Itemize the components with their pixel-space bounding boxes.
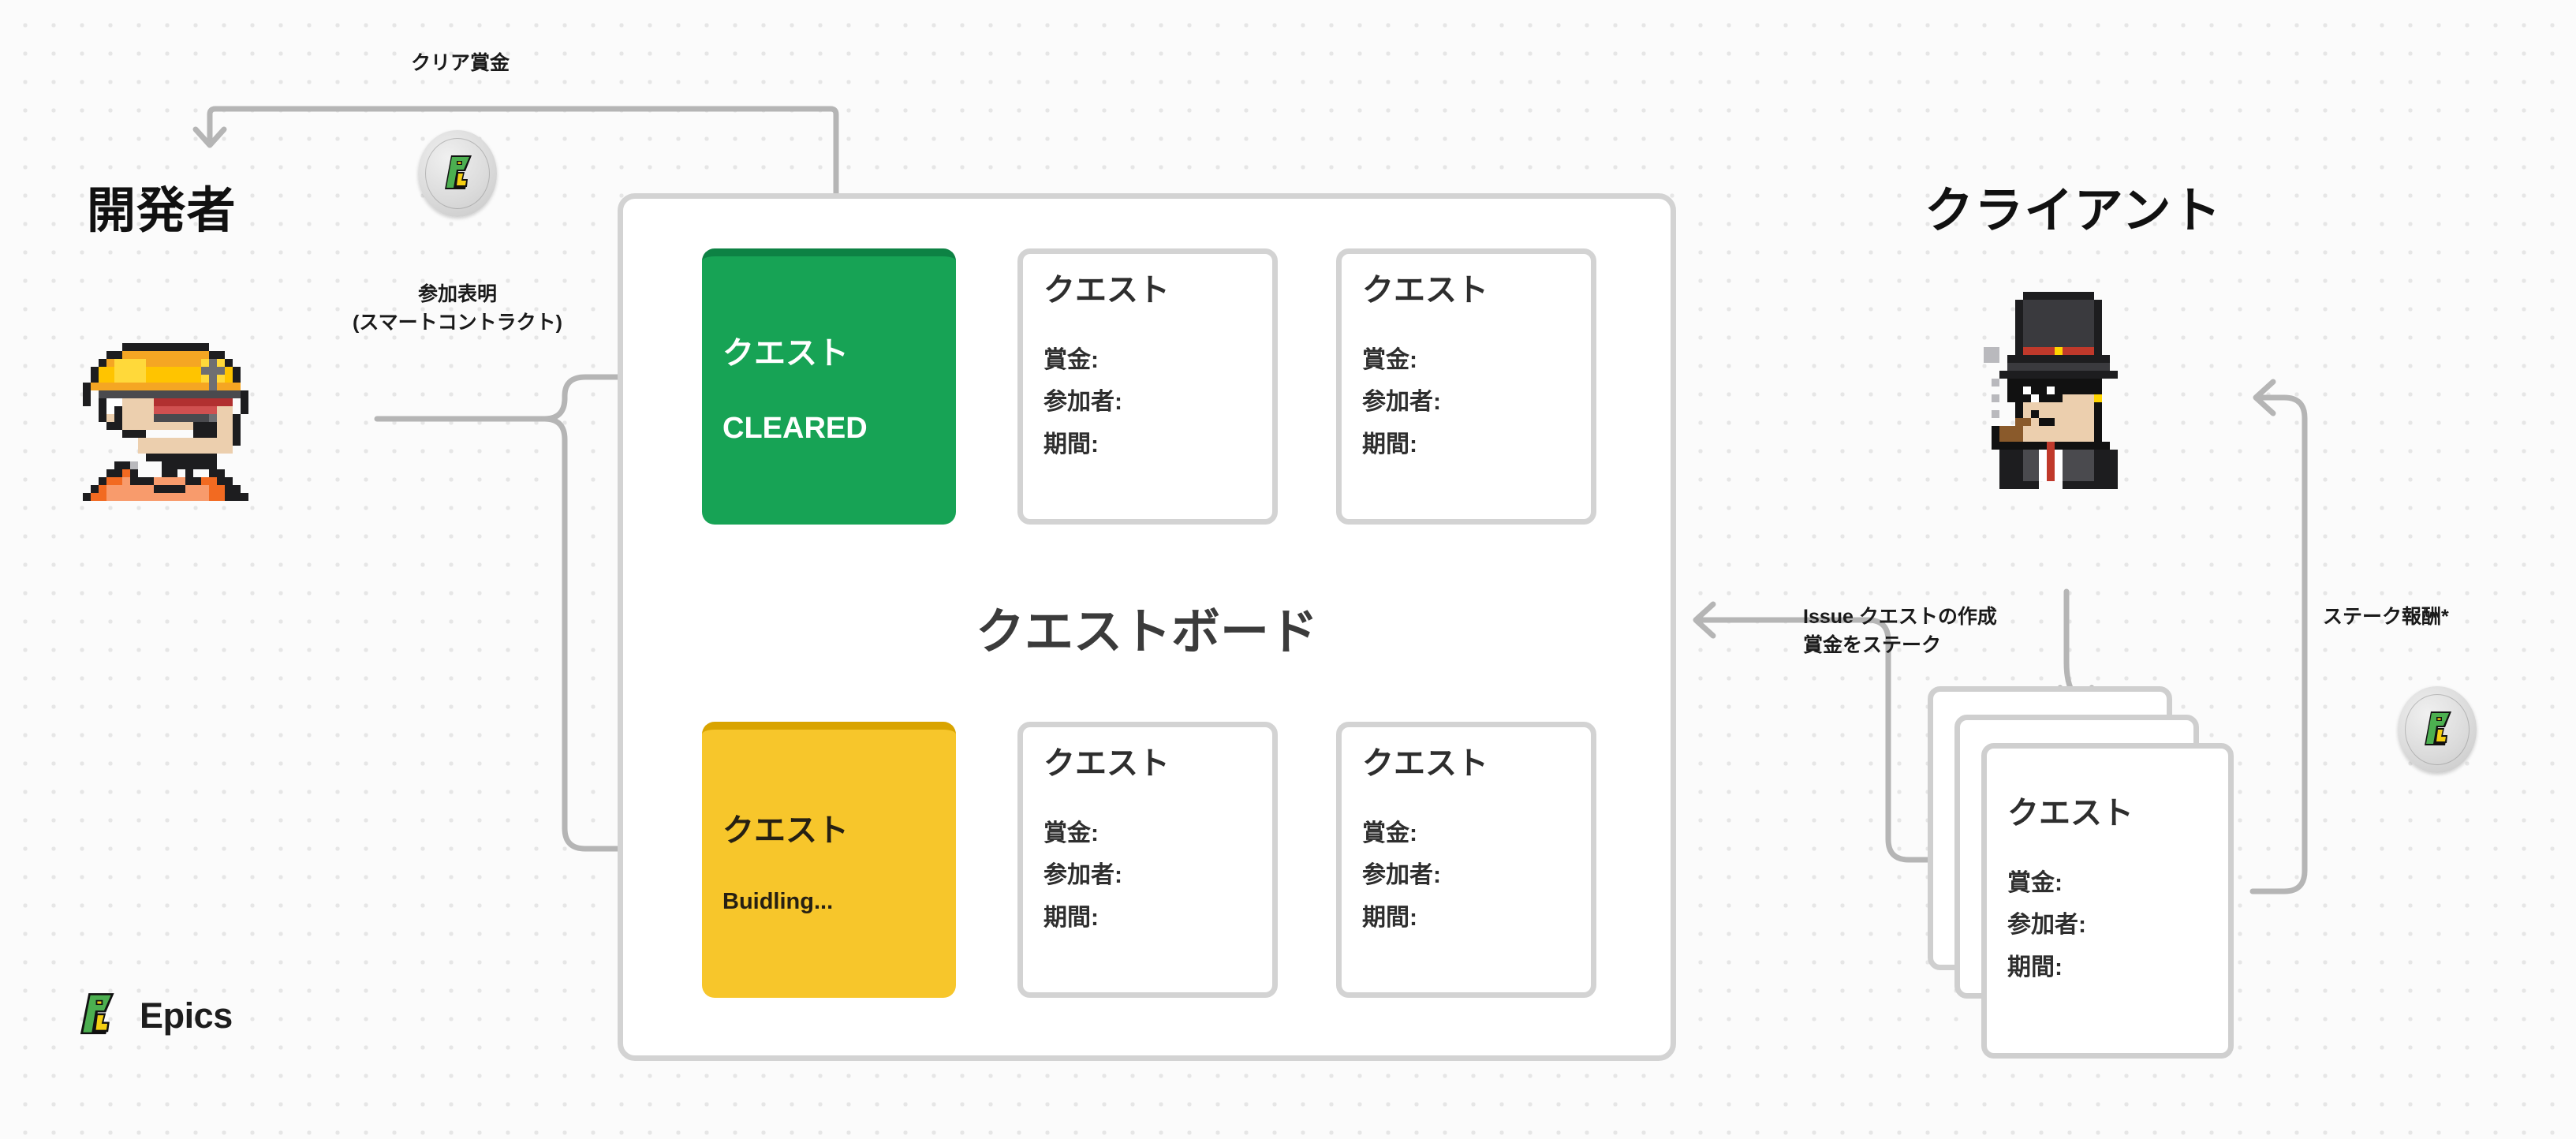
quest-card-fields: 賞金: 参加者: 期間: xyxy=(1362,339,1570,465)
label-join-declaration: 参加表明 (スマートコントラクト) xyxy=(353,281,562,337)
quest-card-fields: 賞金: 参加者: 期間: xyxy=(1043,812,1252,939)
arrowhead-clear-reward xyxy=(192,126,227,148)
arrowhead-stack-to-board xyxy=(1693,601,1716,639)
quest-card-title: クエスト xyxy=(1043,273,1170,308)
quest-card-title: クエスト xyxy=(722,336,849,371)
quest-card-fields: 賞金: 参加者: 期間: xyxy=(1043,339,1252,465)
quest-field-participants: 参加者: xyxy=(1043,389,1122,416)
client-tophat-pixel-avatar xyxy=(1984,292,2118,489)
quest-field-period: 期間: xyxy=(1043,431,1099,457)
quest-card-status: CLEARED xyxy=(722,412,868,445)
quest-field-period: 期間: xyxy=(1362,431,1417,457)
quest-card-cleared[interactable]: クエスト CLEARED xyxy=(702,248,956,525)
arrowhead-stake-reward xyxy=(2253,379,2276,416)
quest-field-participants: 参加者: xyxy=(1362,862,1441,889)
quest-card-open[interactable]: クエスト 賞金: 参加者: 期間: xyxy=(1336,722,1596,998)
quest-field-period: 期間: xyxy=(1043,904,1099,931)
quest-board-title: クエストボード xyxy=(975,605,1318,659)
epics-token-coin-developer xyxy=(418,130,497,217)
label-issue-line1: Issue クエストの作成 xyxy=(1803,606,1997,628)
brand-name: Epics xyxy=(140,995,233,1036)
client-title: クライアント xyxy=(1925,184,2222,238)
epics-brand: Epics xyxy=(75,990,233,1042)
client-quest-card-stack: クエスト 賞金: 参加者: 期間: xyxy=(1928,686,2243,1059)
developer-hardhat-pixel-avatar xyxy=(83,343,248,501)
label-issue-line2: 賞金をステーク xyxy=(1803,633,1942,656)
quest-card-building[interactable]: クエスト Buidling... xyxy=(702,722,956,998)
wire-stake-reward xyxy=(2249,394,2308,894)
quest-card-title: クエスト xyxy=(2007,796,2134,831)
label-clear-reward: クリア賞金 xyxy=(411,52,510,74)
quest-field-period: 期間: xyxy=(2007,954,2063,980)
label-join-line1: 参加表明 xyxy=(417,283,497,305)
quest-card-title: クエスト xyxy=(1362,746,1488,781)
quest-card-title: クエスト xyxy=(1362,273,1488,308)
quest-field-period: 期間: xyxy=(1362,904,1417,931)
quest-card-fields: 賞金: 参加者: 期間: xyxy=(1362,812,1570,939)
label-issue-create: Issue クエストの作成 賞金をステーク xyxy=(1803,603,1997,659)
quest-field-reward: 賞金: xyxy=(2007,870,2063,896)
quest-card-open[interactable]: クエスト 賞金: 参加者: 期間: xyxy=(1017,248,1278,525)
epics-token-coin-stake-reward xyxy=(2398,686,2477,773)
quest-field-participants: 参加者: xyxy=(1362,389,1441,416)
epics-logo-icon xyxy=(75,990,122,1042)
quest-field-reward: 賞金: xyxy=(1362,820,1417,846)
quest-field-participants: 参加者: xyxy=(2007,912,2086,939)
stack-card-front[interactable]: クエスト 賞金: 参加者: 期間: xyxy=(1981,743,2234,1059)
developer-title: 開発者 xyxy=(87,184,237,238)
quest-field-reward: 賞金: xyxy=(1362,347,1417,373)
quest-card-title: クエスト xyxy=(722,812,849,848)
quest-field-reward: 賞金: xyxy=(1043,347,1099,373)
quest-card-title: クエスト xyxy=(1043,746,1170,781)
quest-field-reward: 賞金: xyxy=(1043,820,1099,846)
label-stake-reward: ステーク報酬* xyxy=(2323,606,2449,628)
quest-card-open[interactable]: クエスト 賞金: 参加者: 期間: xyxy=(1017,722,1278,998)
label-join-line2: (スマートコントラクト) xyxy=(353,311,562,334)
quest-field-participants: 参加者: xyxy=(1043,862,1122,889)
quest-card-open[interactable]: クエスト 賞金: 参加者: 期間: xyxy=(1336,248,1596,525)
quest-card-fields: 賞金: 参加者: 期間: xyxy=(2007,862,2208,988)
quest-card-status: Buidling... xyxy=(722,888,834,914)
